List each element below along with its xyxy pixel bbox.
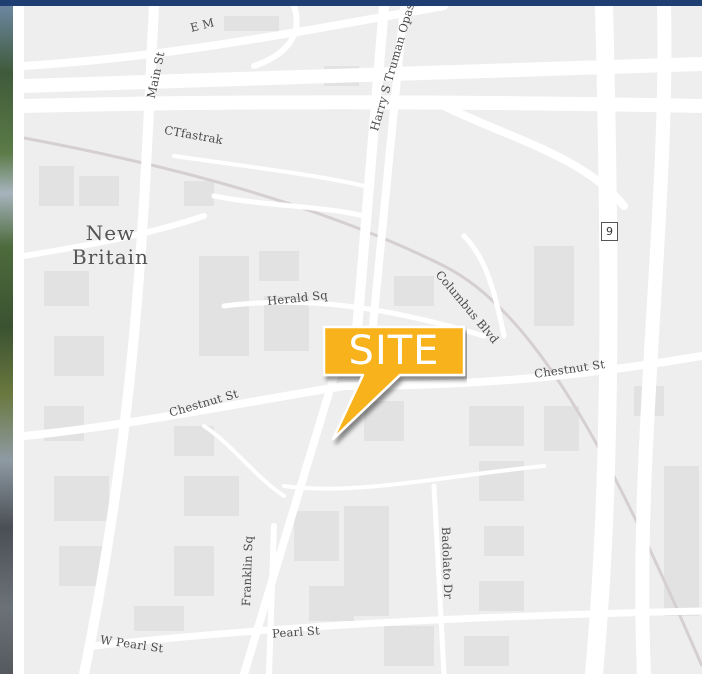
street-label-franklin-sq: Franklin Sq [239, 535, 256, 607]
buildings [39, 16, 699, 666]
header-bar [0, 0, 702, 6]
roads [24, 6, 702, 674]
city-label: New Britain [72, 221, 149, 269]
city-label-line1: New [85, 221, 136, 245]
site-marker-callout[interactable] [315, 322, 467, 452]
site-marker-label: SITE [348, 328, 440, 374]
photo-strip [0, 6, 13, 674]
site-marker-shape [322, 325, 466, 441]
route-9-shield-icon: 9 [601, 222, 618, 241]
city-label-line2: Britain [72, 245, 149, 269]
basemap [24, 6, 702, 674]
street-label-badolato-dr: Badolato Dr [438, 526, 456, 600]
railway [24, 136, 702, 667]
